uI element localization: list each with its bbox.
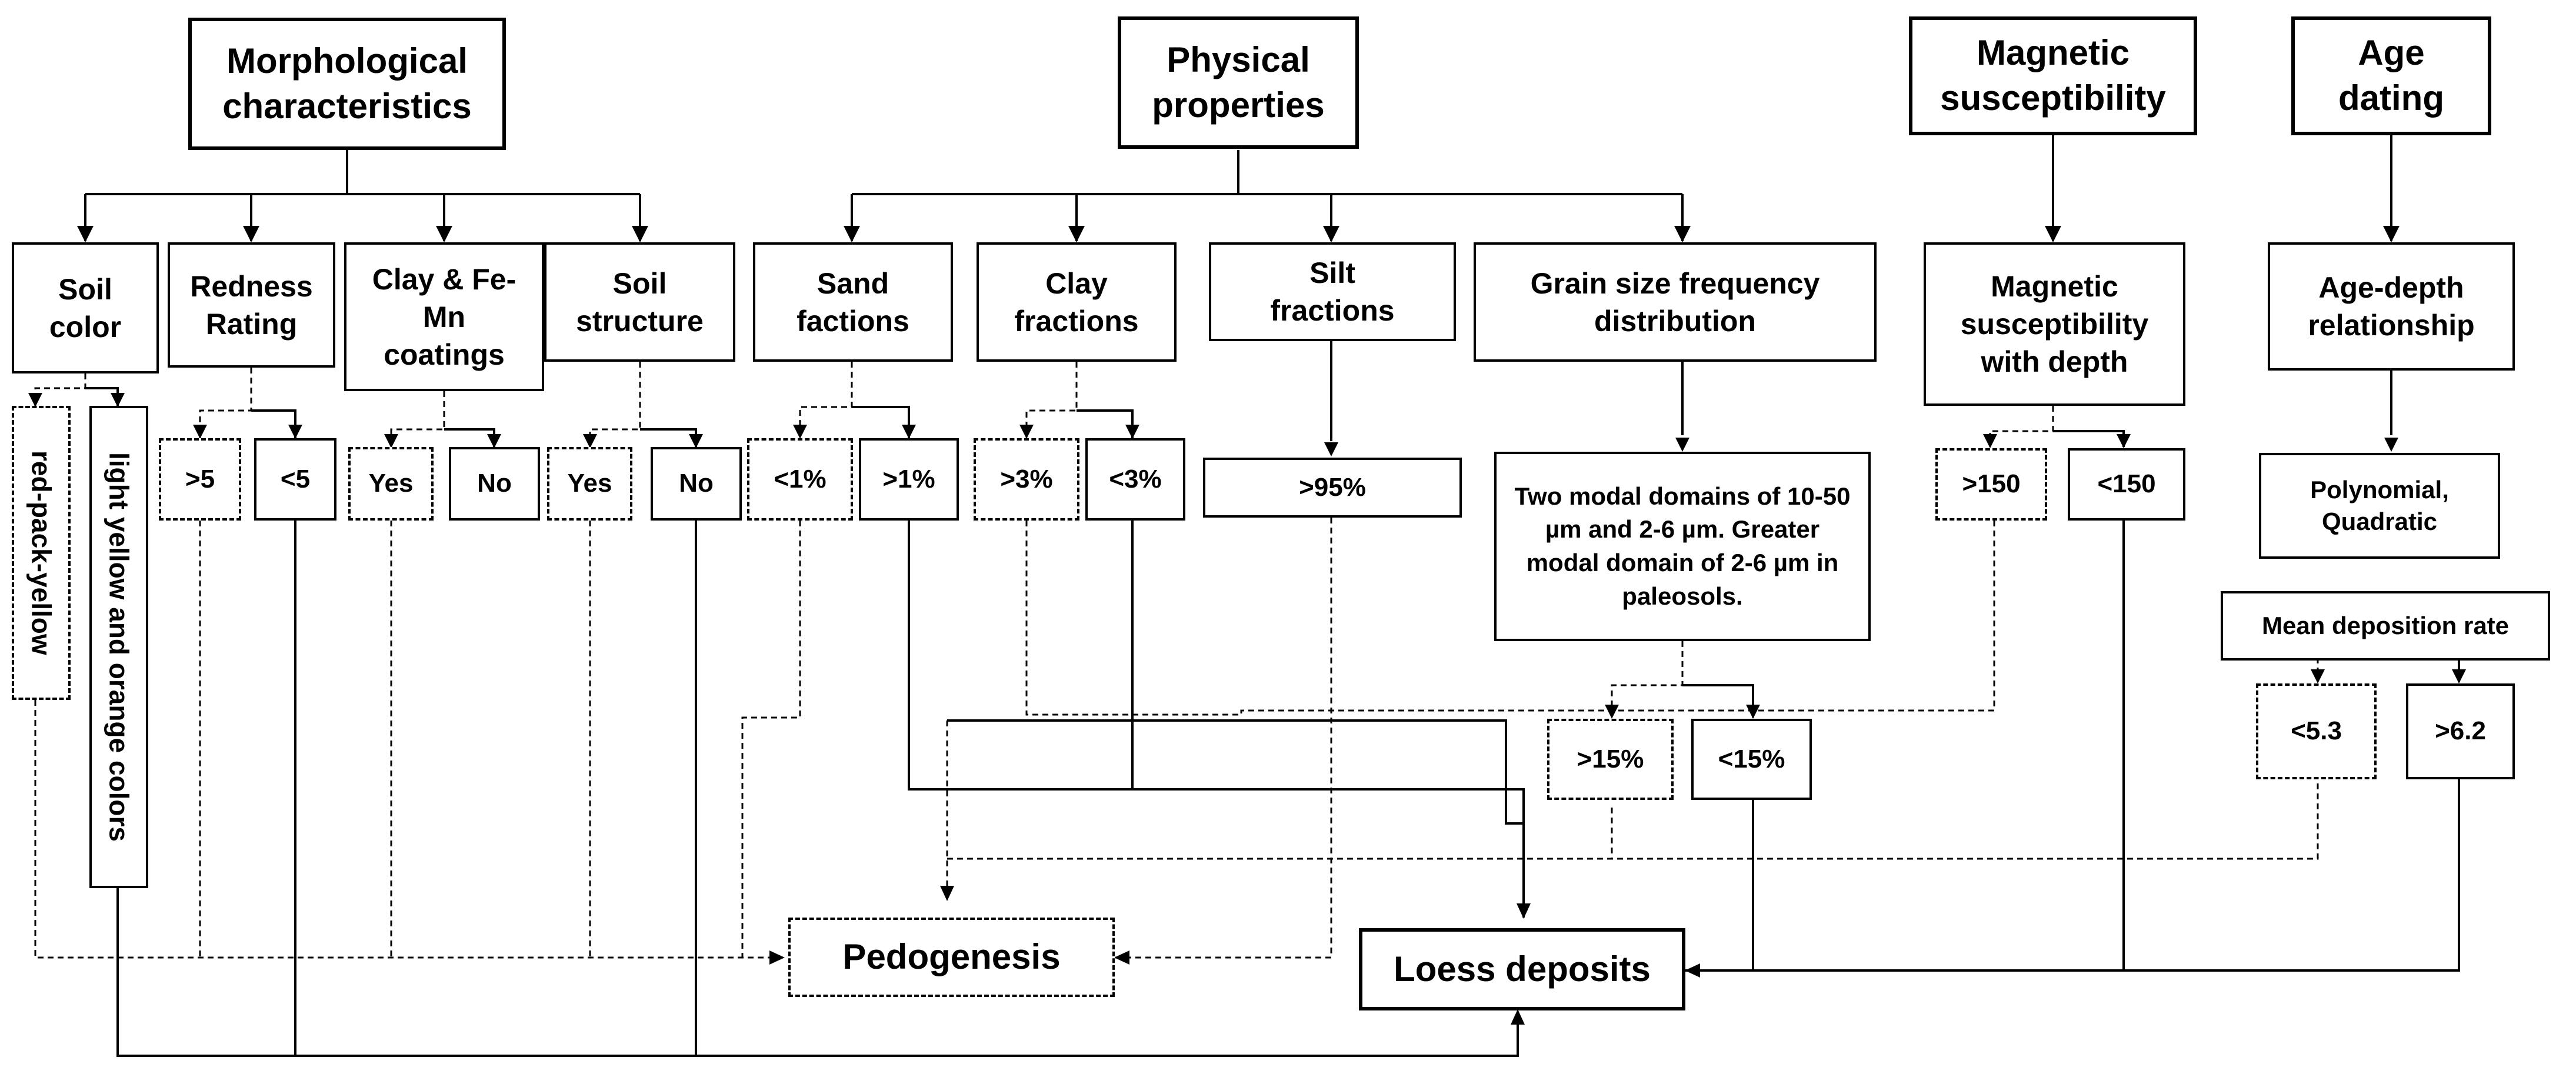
criterion-soil-color: Soil color	[12, 242, 159, 373]
value-sand-lt1: <1%	[747, 438, 853, 521]
criterion-clay-fractions: Clay fractions	[977, 242, 1177, 362]
criterion-sand-factions: Sand factions	[753, 242, 953, 362]
criterion-clay-fe-mn: Clay & Fe-Mn coatings	[344, 242, 544, 391]
paths-to-pedogenesis	[34, 518, 2319, 959]
loess-arrowheads	[1511, 903, 1700, 1025]
paths-to-loess	[116, 521, 2460, 1057]
value-age-model: Polynomial, Quadratic	[2259, 453, 2500, 559]
value-red-pack-yellow: red-pack-yellow	[12, 406, 71, 700]
value-mag-gt150: >150	[1935, 448, 2047, 521]
outcome-loess-deposits: Loess deposits	[1359, 928, 1685, 1010]
value-light-yellow-orange: light yellow and orange colors	[89, 406, 148, 888]
value-mean-deposition-rate: Mean deposition rate	[2221, 591, 2550, 661]
value-coatings-yes: Yes	[348, 447, 434, 521]
header-age: Age dating	[2291, 16, 2491, 135]
header-magnetic: Magnetic susceptibility	[1909, 16, 2197, 135]
value-silt-gt95: >95%	[1203, 458, 1462, 518]
value-branches-dashed	[34, 362, 2387, 718]
value-grain-description: Two modal domains of 10-50 µm and 2-6 µm…	[1494, 452, 1871, 641]
criterion-grain-size: Grain size frequency distribution	[1474, 242, 1877, 362]
criterion-age-depth: Age-depth relationship	[2268, 242, 2515, 371]
value-coatings-no: No	[449, 447, 540, 521]
criterion-soil-structure: Soil structure	[544, 242, 735, 362]
value-structure-no: No	[651, 447, 742, 521]
value-structure-yes: Yes	[547, 447, 632, 521]
value-rate-lt5-3: <5.3	[2256, 683, 2377, 779]
criterion-silt-fractions: Silt fractions	[1209, 242, 1456, 341]
value-clay-lt3: <3%	[1085, 438, 1185, 521]
header-morphological: Morphological characteristics	[188, 18, 506, 150]
outcome-pedogenesis: Pedogenesis	[788, 918, 1115, 997]
value-sand-gt1: >1%	[859, 438, 959, 521]
value-arrowheads	[28, 393, 2466, 719]
value-redness-gt5: >5	[159, 438, 241, 521]
pedogenesis-arrowheads	[769, 886, 1129, 965]
header-arrowheads	[77, 226, 2400, 242]
value-grain-gt15-box: >15%	[1547, 719, 1674, 800]
header-branches	[84, 135, 2392, 241]
criterion-redness-rating: Redness Rating	[168, 242, 335, 368]
value-mag-lt150: <150	[2068, 448, 2185, 521]
value-redness-lt5: <5	[254, 438, 336, 521]
value-grain-lt15: <15%	[1691, 719, 1812, 800]
criterion-mag-depth: Magnetic susceptibility with depth	[1924, 242, 2185, 406]
header-physical: Physical properties	[1118, 16, 1359, 149]
value-rate-gt6-2: >6.2	[2406, 683, 2515, 779]
value-clay-gt3: >3%	[974, 438, 1079, 521]
